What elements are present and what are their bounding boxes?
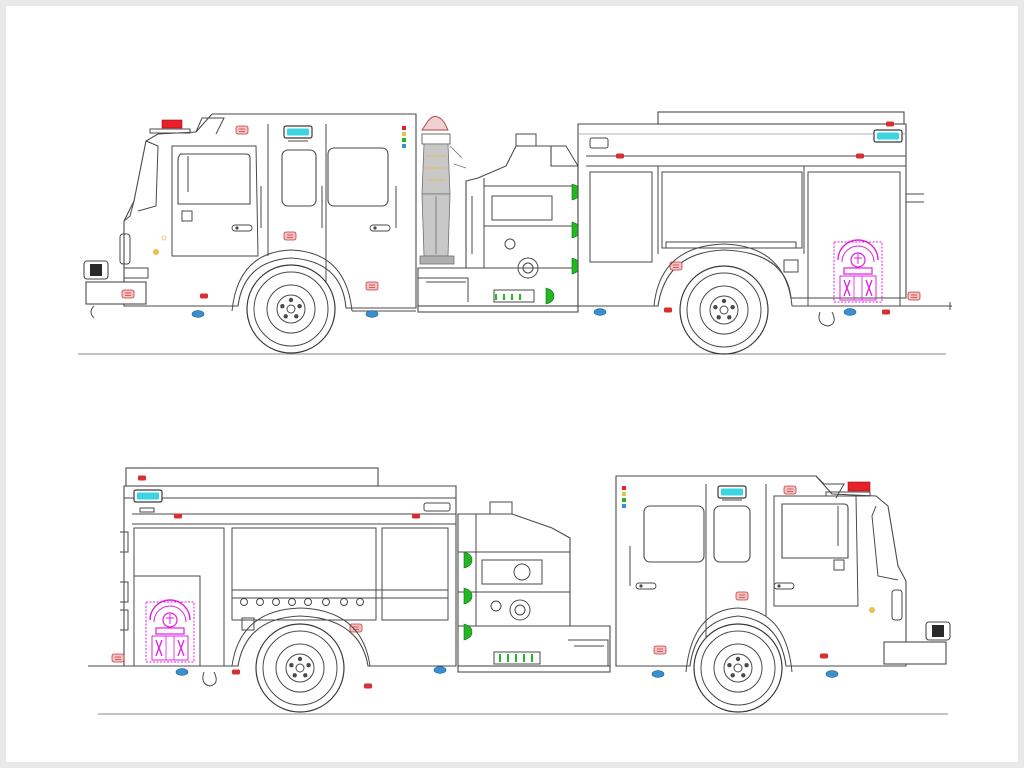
bottom-front-wheel [693, 623, 783, 713]
bottom-front-bumper [883, 641, 947, 665]
bottom-body [88, 467, 457, 689]
firefighter-icon [419, 116, 467, 265]
bottom-pump-panel [457, 501, 611, 673]
drawing-sheet [6, 6, 1018, 762]
fire-engine-elevations [78, 111, 952, 715]
top-rear-wheel [679, 265, 769, 355]
bottom-cab-warning-light [847, 481, 871, 492]
top-amber-marker [153, 249, 159, 255]
top-body [577, 111, 952, 327]
bottom-cab [615, 475, 951, 678]
top-pump-panel [417, 133, 581, 313]
top-elevation [78, 111, 952, 355]
top-front-wheel [246, 264, 336, 354]
bottom-elevation [88, 467, 951, 715]
top-cab-warning-light [161, 119, 183, 129]
bottom-outlet-row [240, 598, 364, 606]
bottom-rear-wheel [255, 623, 345, 713]
top-front-bumper [85, 281, 147, 305]
top-cab [83, 113, 417, 319]
